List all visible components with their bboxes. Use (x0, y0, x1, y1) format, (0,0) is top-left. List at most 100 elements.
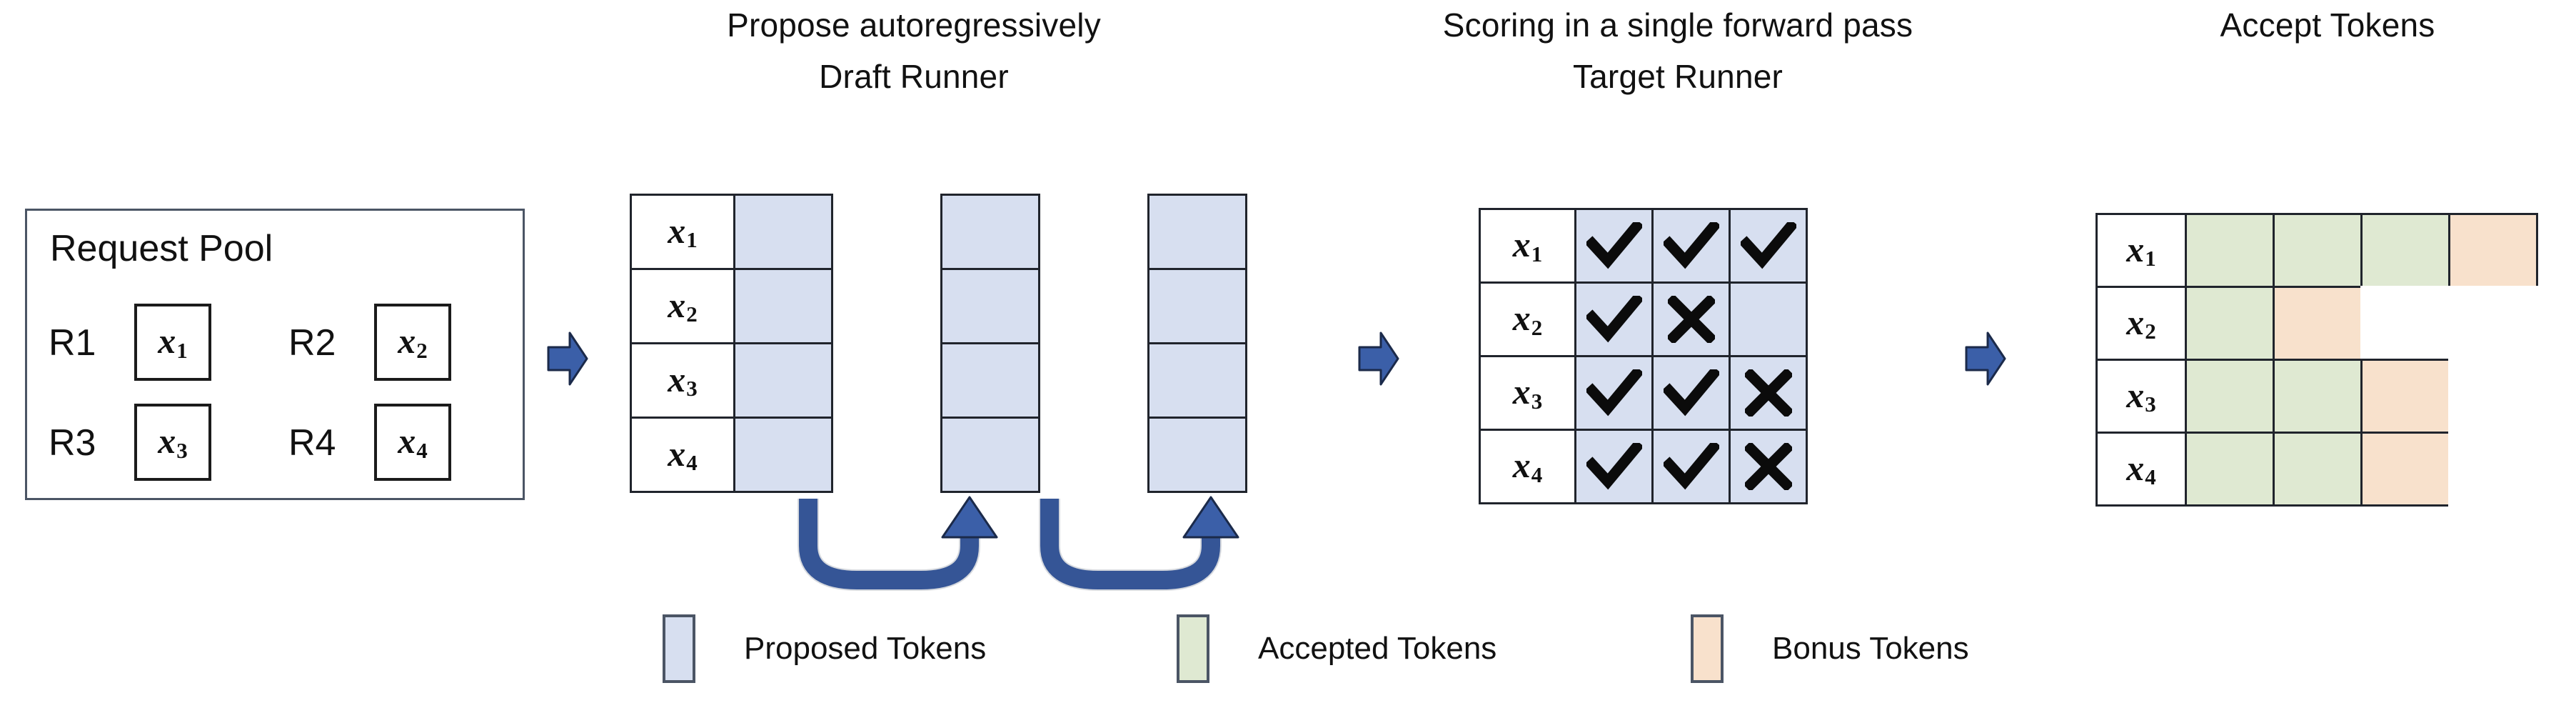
request-label-r1: R1 (49, 322, 96, 364)
draft-proposed-column-2 (940, 194, 1040, 493)
target-cell-cross (1729, 355, 1808, 431)
request-token-r2: x2 (398, 321, 428, 363)
target-runner-grid: x1 x2 x3 x4 (1479, 208, 1808, 504)
target-cell-check (1574, 429, 1654, 504)
target-cell-check (1574, 208, 1654, 284)
legend-item-accepted: Accepted Tokens (1177, 614, 1691, 683)
target-row-label: x3 (1479, 355, 1576, 431)
target-row: x1 (1479, 208, 1808, 284)
draft-proposed-cell (1147, 342, 1247, 419)
accept-cell-accepted (2360, 213, 2450, 288)
request-token-r1: x1 (158, 321, 188, 363)
target-row-label: x4 (1479, 429, 1576, 504)
accept-cell-accepted (2185, 213, 2275, 288)
target-cell-check (1574, 281, 1654, 357)
accept-row: x3 (2095, 359, 2538, 434)
draft-row-label: x4 (630, 417, 735, 493)
draft-proposed-column-1 (733, 194, 833, 493)
legend-label-accepted: Accepted Tokens (1258, 631, 1497, 666)
legend-swatch-accepted (1177, 614, 1209, 683)
draft-loop-arrow-2-icon (1034, 493, 1248, 604)
target-row: x3 (1479, 355, 1808, 431)
legend-label-bonus: Bonus Tokens (1772, 631, 1969, 666)
draft-proposed-column-3 (1147, 194, 1247, 493)
target-cell-check (1651, 429, 1731, 504)
draft-stage-subtitle: Draft Runner (819, 58, 1009, 95)
accept-tokens-grid: x1 x2 x3 x4 (2095, 213, 2538, 507)
accept-cell-accepted (2185, 286, 2275, 361)
draft-proposed-cell (940, 342, 1040, 419)
accept-row: x1 (2095, 213, 2538, 288)
accept-cell-empty (2360, 286, 2450, 361)
target-row-label: x2 (1479, 281, 1576, 357)
request-token-box-r3: x3 (134, 404, 211, 481)
legend-label-proposed: Proposed Tokens (744, 631, 987, 666)
request-token-r4: x4 (398, 421, 428, 463)
accept-row-label: x2 (2095, 286, 2187, 361)
draft-proposed-cell (940, 194, 1040, 270)
target-cell-check (1574, 355, 1654, 431)
accept-cell-accepted (2185, 432, 2275, 507)
draft-proposed-cell (940, 268, 1040, 344)
accept-cell-bonus (2273, 286, 2363, 361)
request-token-r3: x3 (158, 421, 188, 463)
accept-row: x4 (2095, 432, 2538, 507)
target-cell-check (1651, 355, 1731, 431)
accept-cell-empty (2448, 286, 2538, 361)
request-token-box-r1: x1 (134, 304, 211, 381)
request-label-r3: R3 (49, 422, 96, 464)
legend-item-bonus: Bonus Tokens (1691, 614, 1969, 683)
target-cell-check (1729, 208, 1808, 284)
request-label-r2: R2 (288, 322, 336, 364)
target-row: x2 (1479, 281, 1808, 357)
flow-arrow-1-icon (547, 330, 588, 391)
legend: Proposed Tokens Accepted Tokens Bonus To… (663, 614, 1969, 683)
draft-proposed-cell (940, 417, 1040, 493)
accept-stage-caption: Accept Tokens (2220, 6, 2435, 44)
legend-swatch-bonus (1691, 614, 1724, 683)
legend-item-proposed: Proposed Tokens (663, 614, 1177, 683)
request-pool-title: Request Pool (50, 228, 273, 269)
draft-proposed-cell (733, 194, 833, 270)
draft-proposed-cell (733, 417, 833, 493)
flow-arrow-3-icon (1965, 330, 2006, 391)
target-cell-empty (1729, 281, 1808, 357)
draft-step-1: x1 x2 x3 x4 (630, 194, 833, 493)
draft-stage-caption: Propose autoregressively (727, 6, 1101, 44)
accept-row-label: x1 (2095, 213, 2187, 288)
accept-row-label: x4 (2095, 432, 2187, 507)
request-label-r4: R4 (288, 422, 336, 464)
accept-cell-empty (2448, 359, 2538, 434)
draft-row-label: x2 (630, 268, 735, 344)
draft-row-label: x3 (630, 342, 735, 419)
target-stage-subtitle: Target Runner (1572, 58, 1783, 95)
draft-proposed-cell (1147, 417, 1247, 493)
accept-row: x2 (2095, 286, 2538, 361)
accept-cell-empty (2448, 432, 2538, 507)
target-cell-cross (1729, 429, 1808, 504)
accept-cell-accepted (2273, 359, 2363, 434)
draft-proposed-cell (733, 342, 833, 419)
draft-proposed-cell (733, 268, 833, 344)
legend-swatch-proposed (663, 614, 695, 683)
draft-loop-arrow-1-icon (793, 493, 1007, 604)
draft-proposed-cell (1147, 194, 1247, 270)
target-stage-caption: Scoring in a single forward pass (1442, 6, 1913, 44)
draft-row-label: x1 (630, 194, 735, 270)
target-row: x4 (1479, 429, 1808, 504)
request-token-box-r4: x4 (374, 404, 451, 481)
target-cell-check (1651, 208, 1731, 284)
accept-cell-bonus (2360, 432, 2450, 507)
flow-arrow-2-icon (1358, 330, 1399, 391)
accept-cell-bonus (2360, 359, 2450, 434)
accept-cell-accepted (2273, 213, 2363, 288)
request-token-box-r2: x2 (374, 304, 451, 381)
target-cell-cross (1651, 281, 1731, 357)
accept-cell-bonus (2448, 213, 2538, 288)
accept-cell-accepted (2273, 432, 2363, 507)
target-row-label: x1 (1479, 208, 1576, 284)
accept-cell-accepted (2185, 359, 2275, 434)
draft-proposed-cell (1147, 268, 1247, 344)
accept-row-label: x3 (2095, 359, 2187, 434)
draft-label-column: x1 x2 x3 x4 (630, 194, 735, 493)
